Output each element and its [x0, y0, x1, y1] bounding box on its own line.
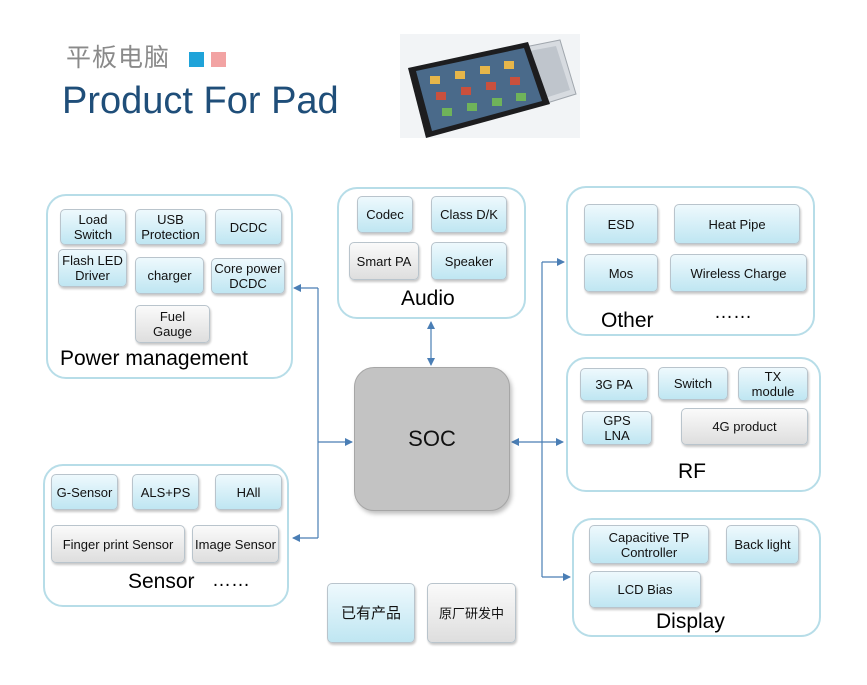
- page-subtitle: 平板电脑: [66, 44, 171, 72]
- capacitive-tp-controller-box: Capacitive TP Controller: [589, 525, 709, 564]
- image-sensor-box: Image Sensor: [192, 525, 279, 563]
- legend-in-development: 原厂研发中: [427, 583, 516, 643]
- other-label: Other: [601, 309, 654, 332]
- esd-box: ESD: [584, 204, 658, 244]
- finger-print-sensor-box: Finger print Sensor: [51, 525, 185, 563]
- sensor-label: Sensor: [128, 570, 195, 593]
- tablet-image: [400, 34, 580, 138]
- core-power-dcdc-box: Core power DCDC: [211, 258, 285, 294]
- flash-led-driver-box: Flash LED Driver: [58, 249, 127, 287]
- load-switch-box: Load Switch: [60, 209, 126, 245]
- other-ellipsis: ……: [714, 302, 752, 323]
- 3g-pa-box: 3G PA: [580, 368, 648, 401]
- sensor-ellipsis: ……: [212, 570, 250, 591]
- blue-square-icon: [189, 52, 204, 67]
- pink-square-icon: [211, 52, 226, 67]
- tx-module-box: TX module: [738, 367, 808, 401]
- lcd-bias-box: LCD Bias: [589, 571, 701, 608]
- page-title: Product For Pad: [62, 80, 339, 122]
- g-sensor-box: G-Sensor: [51, 474, 118, 510]
- smart-pa-box: Smart PA: [349, 242, 419, 280]
- power-management-label: Power management: [60, 347, 248, 370]
- gps-lna-box: GPS LNA: [582, 411, 652, 445]
- soc-block: SOC: [354, 367, 510, 511]
- codec-box: Codec: [357, 196, 413, 233]
- back-light-box: Back light: [726, 525, 799, 564]
- hall-box: HAll: [215, 474, 282, 510]
- legend-existing-product: 已有产品: [327, 583, 415, 643]
- als-ps-box: ALS+PS: [132, 474, 199, 510]
- wireless-charge-box: Wireless Charge: [670, 254, 807, 292]
- switch-box: Switch: [658, 367, 728, 400]
- 4g-product-box: 4G product: [681, 408, 808, 445]
- dcdc-box: DCDC: [215, 209, 282, 245]
- mos-box: Mos: [584, 254, 658, 292]
- usb-protection-box: USB Protection: [135, 209, 206, 245]
- speaker-box: Speaker: [431, 242, 507, 280]
- rf-label: RF: [678, 460, 706, 483]
- display-label: Display: [656, 610, 725, 633]
- charger-box: charger: [135, 257, 204, 294]
- class-dk-box: Class D/K: [431, 196, 507, 233]
- audio-label: Audio: [401, 287, 455, 310]
- fuel-gauge-box: Fuel Gauge: [135, 305, 210, 343]
- heat-pipe-box: Heat Pipe: [674, 204, 800, 244]
